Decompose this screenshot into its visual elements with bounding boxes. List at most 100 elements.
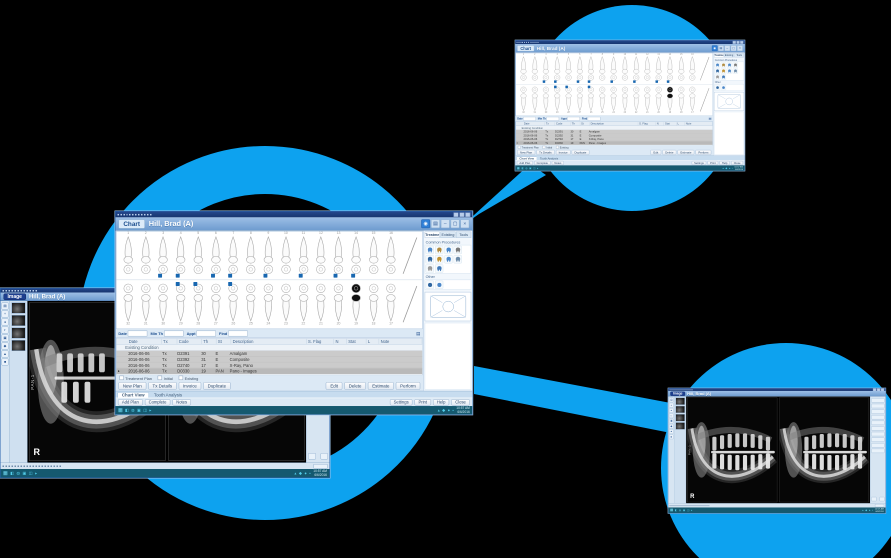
tooth-cell[interactable]: 16 <box>382 232 400 280</box>
panel-tab-tools[interactable]: Tools <box>456 231 472 238</box>
procedure-icon[interactable] <box>714 62 721 68</box>
column-header[interactable]: Date <box>523 122 545 126</box>
help-button[interactable]: Help <box>432 398 450 406</box>
tooth-cell[interactable]: 15 <box>365 232 383 280</box>
taskbar-app-icon[interactable]: ▣ <box>137 407 141 413</box>
column-header[interactable]: Stat <box>347 338 367 344</box>
panel-icon[interactable]: ◉ <box>711 45 718 52</box>
notes-button[interactable]: Notes <box>172 398 192 406</box>
column-header[interactable]: S. Flag <box>307 338 335 344</box>
column-header[interactable]: N <box>334 338 347 344</box>
tooth-cell[interactable]: 12 <box>312 232 330 280</box>
xray-panel[interactable]: PAN-1 R <box>687 397 778 503</box>
add-plan-button[interactable]: Add Plan <box>117 398 143 406</box>
tray-icon[interactable]: ▴ <box>722 166 724 170</box>
image-thumbnail[interactable] <box>11 315 26 326</box>
taskbar-app-icon[interactable]: ◫ <box>28 470 33 476</box>
add-plan-button[interactable]: Add Plan <box>516 160 533 165</box>
column-header[interactable]: Tx <box>545 122 556 126</box>
procedure-icon[interactable] <box>434 245 444 255</box>
view-tab[interactable]: Tooth Analysis <box>539 156 559 161</box>
close-icon[interactable] <box>740 40 744 44</box>
column-header[interactable]: L <box>677 122 685 126</box>
filter-field[interactable]: Min Th <box>150 330 184 337</box>
procedure-icon[interactable] <box>726 62 733 68</box>
filter-field[interactable]: Date <box>118 330 148 337</box>
panel-tab-existing[interactable]: Existing <box>724 53 734 58</box>
image-module-tab[interactable]: Image <box>670 391 686 396</box>
tooth-cell[interactable]: 4 <box>552 53 563 84</box>
procedure-icon[interactable] <box>453 245 462 255</box>
checkbox-icon[interactable] <box>542 145 546 149</box>
tray-icon[interactable]: ▪ <box>731 166 733 170</box>
tooth-cell[interactable]: 21 <box>312 280 330 328</box>
tooth-cell[interactable]: 30 <box>154 280 172 328</box>
start-button[interactable]: ▦ <box>117 407 123 413</box>
column-header[interactable]: Note <box>379 338 423 344</box>
filter-input[interactable] <box>587 116 601 121</box>
duplicate-button[interactable]: Duplicate <box>571 149 590 155</box>
tray-icon[interactable]: ◆ <box>725 166 728 170</box>
filter-field[interactable]: Appt <box>561 116 580 121</box>
close-button[interactable]: Close <box>731 160 744 165</box>
tray-icon[interactable]: ◆ <box>865 508 868 512</box>
tooth-cell[interactable]: 7 <box>225 232 243 280</box>
tool-icon[interactable]: ◆ <box>1 342 9 350</box>
image-option-button[interactable] <box>871 448 885 454</box>
column-header[interactable]: St <box>580 122 590 126</box>
settings-button[interactable]: Settings <box>691 160 707 165</box>
taskbar-app-icon[interactable]: ◧ <box>521 166 524 170</box>
taskbar-app-icon[interactable]: ▸ <box>149 407 152 413</box>
image-option-button[interactable] <box>871 420 885 425</box>
print-icon[interactable]: ▤ <box>708 117 712 121</box>
tool-icon[interactable]: + <box>668 402 674 408</box>
tooth-cell[interactable]: 1 <box>119 232 137 280</box>
tooth-cell[interactable]: 2 <box>529 53 540 84</box>
tooth-cell[interactable]: 11 <box>295 232 313 280</box>
tool-icon[interactable]: ■ <box>1 358 9 366</box>
procedure-icon[interactable] <box>425 255 434 264</box>
procedure-icon[interactable] <box>425 245 434 255</box>
tooth-cell[interactable]: 3 <box>154 232 172 280</box>
panel-tab-tools[interactable]: Tools <box>734 53 745 58</box>
tooth-cell[interactable]: 5 <box>563 53 574 84</box>
taskbar-app-icon[interactable]: ◧ <box>10 470 15 476</box>
checkbox-icon[interactable] <box>178 375 184 380</box>
taskbar-app-icon[interactable]: ▸ <box>537 166 539 170</box>
procedure-icon[interactable] <box>714 74 721 80</box>
tooth-cell[interactable]: 32 <box>119 280 137 328</box>
window-titlebar[interactable] <box>515 40 745 45</box>
tray-icon[interactable]: ● <box>728 166 731 170</box>
settings-button[interactable]: Settings <box>389 398 413 406</box>
column-header[interactable]: Code <box>177 338 202 344</box>
procedure-icon[interactable] <box>714 84 721 91</box>
view-tab[interactable]: Chart View <box>516 156 537 161</box>
tooth-cell[interactable]: 9 <box>260 232 278 280</box>
image-option-button[interactable] <box>871 443 885 448</box>
tx-details-button[interactable]: Tx Details <box>148 382 177 390</box>
filter-input[interactable] <box>127 330 148 337</box>
xray-panel[interactable] <box>779 397 869 503</box>
tool-icon[interactable]: + <box>1 310 9 318</box>
taskbar-app-icon[interactable]: ▣ <box>682 508 686 512</box>
column-header[interactable]: Th <box>571 122 581 126</box>
procedure-icon[interactable] <box>732 62 739 68</box>
start-button[interactable]: ▦ <box>3 470 8 476</box>
image-thumbnail[interactable] <box>11 327 26 339</box>
tooth-cell[interactable]: 20 <box>330 280 348 328</box>
procedure-icon[interactable] <box>720 68 727 74</box>
column-header[interactable]: Stat <box>664 122 677 126</box>
column-header[interactable]: Description <box>590 122 639 126</box>
taskbar-app-icon[interactable]: ▸ <box>691 508 693 512</box>
filter-field[interactable]: Appt <box>187 330 217 337</box>
procedure-icon[interactable] <box>434 255 444 264</box>
view-tab[interactable]: Tooth Analysis <box>153 392 183 398</box>
checkbox-icon[interactable] <box>157 375 163 380</box>
close-icon[interactable]: × <box>460 219 470 229</box>
print-button[interactable]: Print <box>707 160 719 165</box>
